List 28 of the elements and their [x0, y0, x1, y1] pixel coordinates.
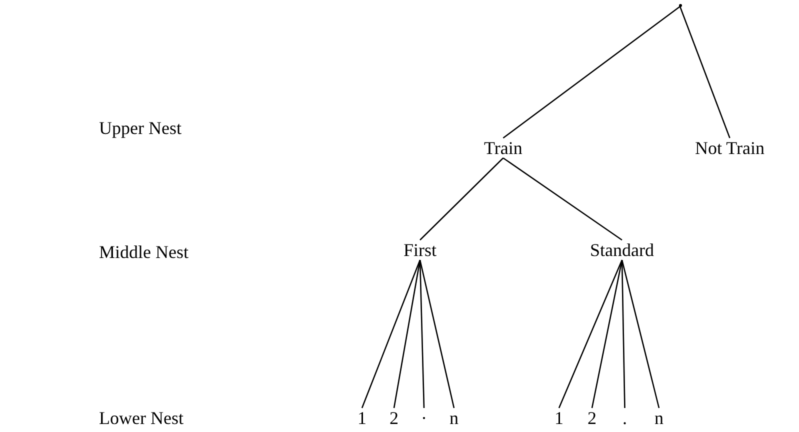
node-label: Train	[484, 138, 522, 158]
tree-branch-line	[420, 158, 504, 240]
branch-point	[678, 4, 682, 6]
tree-branch-line	[393, 260, 421, 408]
node-label: ·	[421, 408, 427, 428]
level-label: Upper Nest	[99, 118, 182, 138]
node-label: Not Train	[695, 138, 765, 158]
tree-branch-line	[502, 6, 680, 139]
tree-branch-line	[361, 260, 421, 408]
level-label: Lower Nest	[99, 408, 184, 428]
tree-branch-line	[621, 260, 660, 408]
tree-branch-line	[591, 260, 623, 408]
node-label: 1	[554, 408, 564, 428]
node-label: .	[622, 408, 627, 428]
node-label: 2	[588, 408, 596, 428]
tree-branch-line	[679, 6, 730, 138]
node-label: First	[404, 240, 437, 260]
node-label: 2	[390, 408, 398, 428]
tree-branch-line	[621, 260, 626, 408]
node-label: n	[654, 408, 664, 428]
node-label: 1	[358, 408, 366, 428]
tree-branch-line	[502, 157, 622, 241]
node-label: Standard	[590, 240, 654, 260]
tree-branch-line	[558, 260, 623, 408]
tree-branch-line	[419, 260, 425, 408]
level-label: Middle Nest	[99, 242, 188, 262]
node-label: n	[450, 408, 458, 428]
tree-branch-line	[419, 260, 455, 408]
